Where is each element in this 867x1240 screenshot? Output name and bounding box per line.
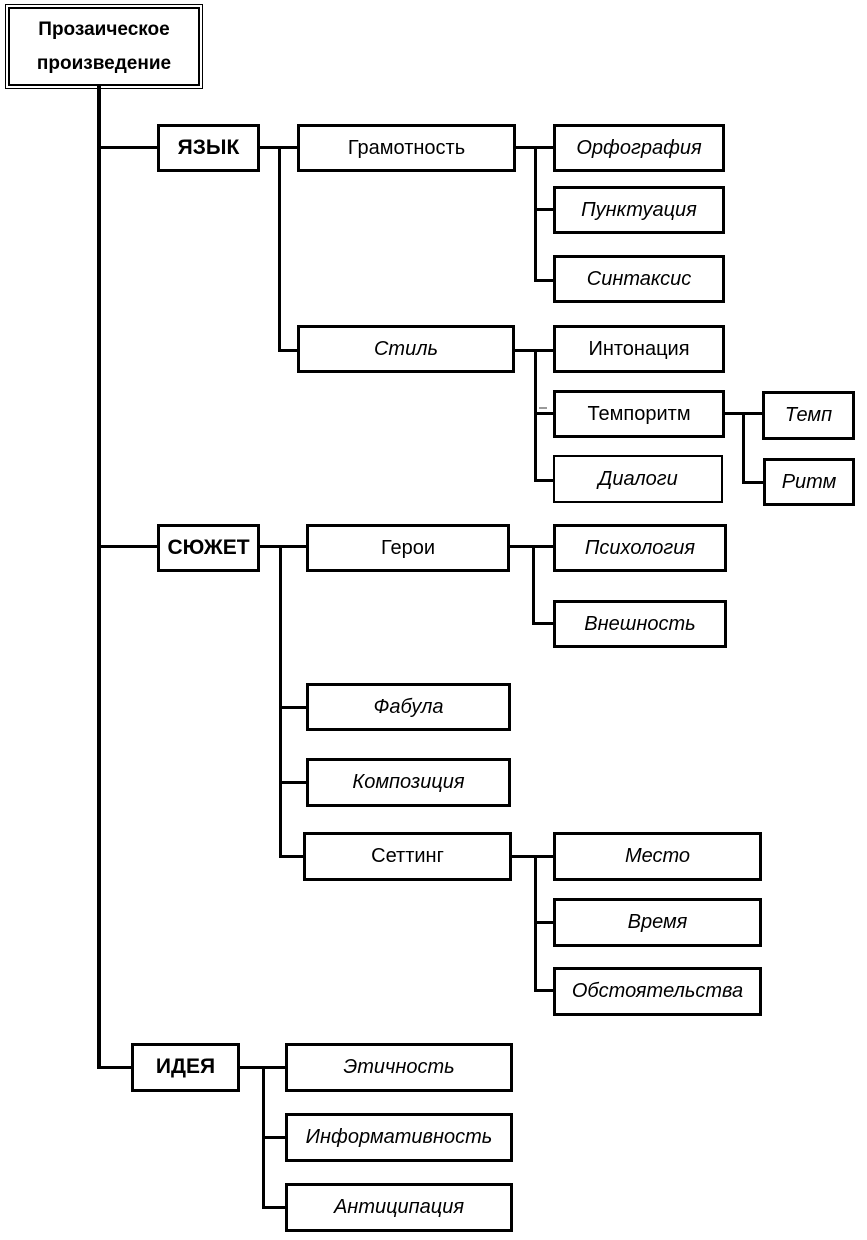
node-ethics: Этичность (285, 1043, 513, 1092)
connector-line (534, 412, 553, 415)
node-punctuation: Пунктуация (553, 186, 725, 234)
connector-line (512, 855, 553, 858)
connector-line (532, 545, 535, 625)
node-tempo: Темп (762, 391, 855, 440)
node-syntax: Синтаксис (553, 255, 725, 303)
node-orthography: Орфография (553, 124, 725, 172)
connector-line (742, 481, 763, 484)
connector-line (97, 1066, 133, 1069)
node-place: Место (553, 832, 762, 881)
node-literacy: Грамотность (297, 124, 516, 172)
connector-line (262, 1206, 285, 1209)
connector-line (510, 545, 553, 548)
connector-line (279, 781, 306, 784)
node-rhythm: Ритм (763, 458, 855, 506)
node-temporhythm: Темпоритм (553, 390, 725, 438)
node-fabula: Фабула (306, 683, 511, 731)
connector-trunk (97, 86, 101, 1069)
connector-line (532, 622, 553, 625)
node-anticipation: Антиципация (285, 1183, 513, 1232)
node-prose-work: Прозаическое произведение (5, 4, 203, 89)
connector-line (279, 706, 306, 709)
connector-line (742, 412, 745, 484)
connector-line (279, 545, 282, 858)
node-language: ЯЗЫК (157, 124, 260, 172)
connector-line (97, 545, 157, 548)
node-intonation: Интонация (553, 325, 725, 373)
node-idea: ИДЕЯ (131, 1043, 240, 1092)
node-time: Время (553, 898, 762, 947)
node-informativeness: Информативность (285, 1113, 513, 1162)
connector-line (97, 146, 157, 149)
connector-line (262, 1136, 285, 1139)
node-plot: СЮЖЕТ (157, 524, 260, 572)
node-psychology: Психология (553, 524, 727, 572)
node-setting: Сеттинг (303, 832, 512, 881)
node-appearance: Внешность (553, 600, 727, 648)
connector-line (279, 855, 303, 858)
node-style: Стиль (297, 325, 515, 373)
connector-line (534, 146, 537, 282)
connector-line (534, 349, 537, 482)
connector-line (278, 349, 299, 352)
connector-line (534, 989, 553, 992)
connector-line (534, 279, 553, 282)
node-heroes: Герои (306, 524, 510, 572)
connector-line (534, 208, 553, 211)
connector-line (278, 146, 281, 352)
connector-line (534, 479, 553, 482)
node-dialogues: Диалоги (553, 455, 723, 503)
connector-line (534, 921, 553, 924)
connector-line (260, 545, 306, 548)
node-composition: Композиция (306, 758, 511, 807)
node-circumstances: Обстоятельства (553, 967, 762, 1016)
stray-mark (539, 407, 547, 409)
